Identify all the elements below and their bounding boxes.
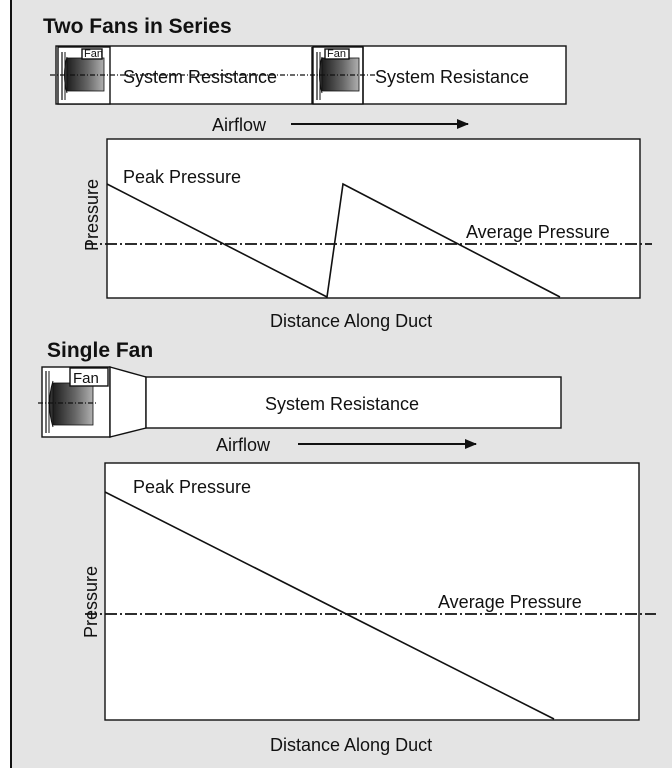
- series-pressure-plot: Pressure Peak Pressure Average Pressure …: [82, 138, 652, 331]
- series-x-axis-label: Distance Along Duct: [270, 311, 432, 331]
- single-fan-icon: Fan: [41, 366, 111, 438]
- single-pressure-curve: [104, 491, 555, 720]
- single-duct-outline: [145, 376, 562, 429]
- series-peak-label: Peak Pressure: [123, 167, 241, 187]
- single-x-axis-label: Distance Along Duct: [270, 735, 432, 755]
- fan-1-label: Fan: [84, 48, 103, 60]
- series-resistance-label-2: System Resistance: [375, 67, 529, 87]
- single-y-axis-label: Pressure: [81, 566, 101, 638]
- series-title: Two Fans in Series: [43, 15, 232, 38]
- single-plot-frame: [104, 462, 640, 721]
- single-resistance-label: System Resistance: [265, 394, 419, 414]
- single-title: Single Fan: [47, 339, 153, 362]
- single-average-label: Average Pressure: [438, 592, 582, 612]
- series-airflow-label: Airflow: [212, 115, 267, 135]
- single-duct: Fan System Resistance: [38, 366, 562, 438]
- single-pressure-plot: Pressure Peak Pressure Average Pressure …: [81, 462, 656, 755]
- series-airflow: Airflow: [212, 115, 469, 135]
- single-transition-cone: [109, 366, 147, 438]
- series-pressure-curve: [106, 182, 561, 299]
- series-average-label: Average Pressure: [466, 222, 610, 242]
- single-airflow: Airflow: [216, 435, 477, 455]
- fan-2-label: Fan: [327, 48, 346, 60]
- series-plot-frame: [106, 138, 641, 299]
- single-fan-label: Fan: [73, 370, 99, 387]
- series-y-axis-label: Pressure: [82, 179, 102, 251]
- single-airflow-label: Airflow: [216, 435, 271, 455]
- series-resistance-label-1: System Resistance: [123, 67, 277, 87]
- series-duct: Fan System Resistance Fan System Resista…: [50, 45, 567, 105]
- single-peak-label: Peak Pressure: [133, 477, 251, 497]
